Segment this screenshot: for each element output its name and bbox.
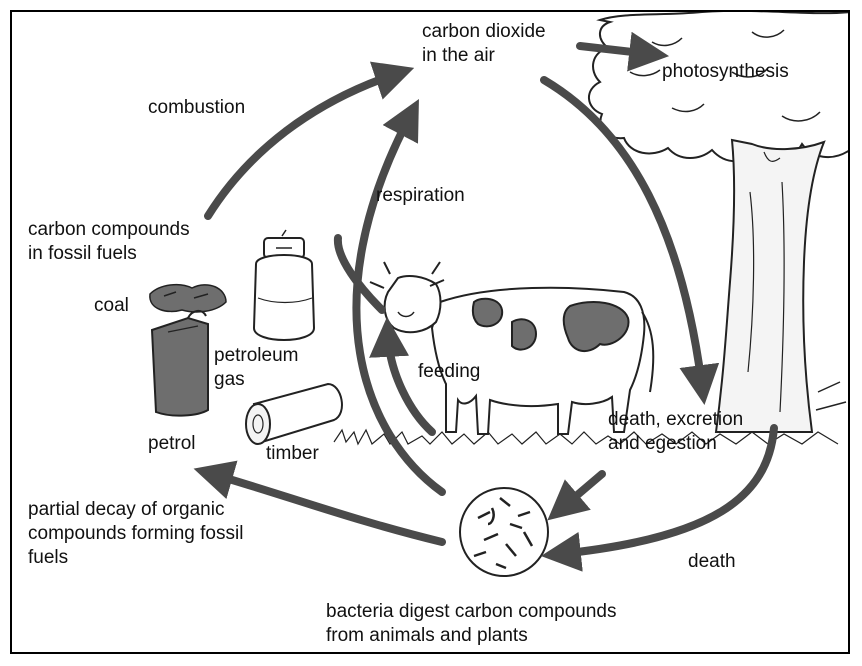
label-death: death (688, 550, 736, 574)
label-fossil-fuels: carbon compounds in fossil fuels (28, 218, 190, 266)
label-photosynthesis: photosynthesis (662, 60, 789, 84)
log-icon (246, 384, 342, 444)
label-partial-decay: partial decay of organic compounds formi… (28, 498, 243, 570)
coal-icon (150, 285, 226, 312)
label-combustion: combustion (148, 96, 245, 120)
gas-cylinder-icon (254, 230, 314, 340)
label-carbon-dioxide: carbon dioxide in the air (422, 20, 546, 68)
diagram-frame: carbon dioxide in the air photosynthesis… (10, 10, 850, 654)
arrow-feeding (388, 336, 432, 432)
label-petroleum-gas: petroleum gas (214, 344, 299, 392)
arrow-death-to-bacteria (562, 474, 602, 508)
label-petrol: petrol (148, 432, 196, 456)
label-coal: coal (94, 294, 129, 318)
bacteria-icon (460, 488, 548, 576)
label-death-excretion: death, excretion and egestion (608, 408, 743, 456)
label-feeding: feeding (418, 360, 480, 384)
label-timber: timber (266, 442, 319, 466)
label-bacteria: bacteria digest carbon compounds from an… (326, 600, 616, 648)
petrol-can-icon (152, 311, 208, 416)
arrow-partial-decay (212, 474, 442, 542)
label-respiration: respiration (376, 184, 465, 208)
